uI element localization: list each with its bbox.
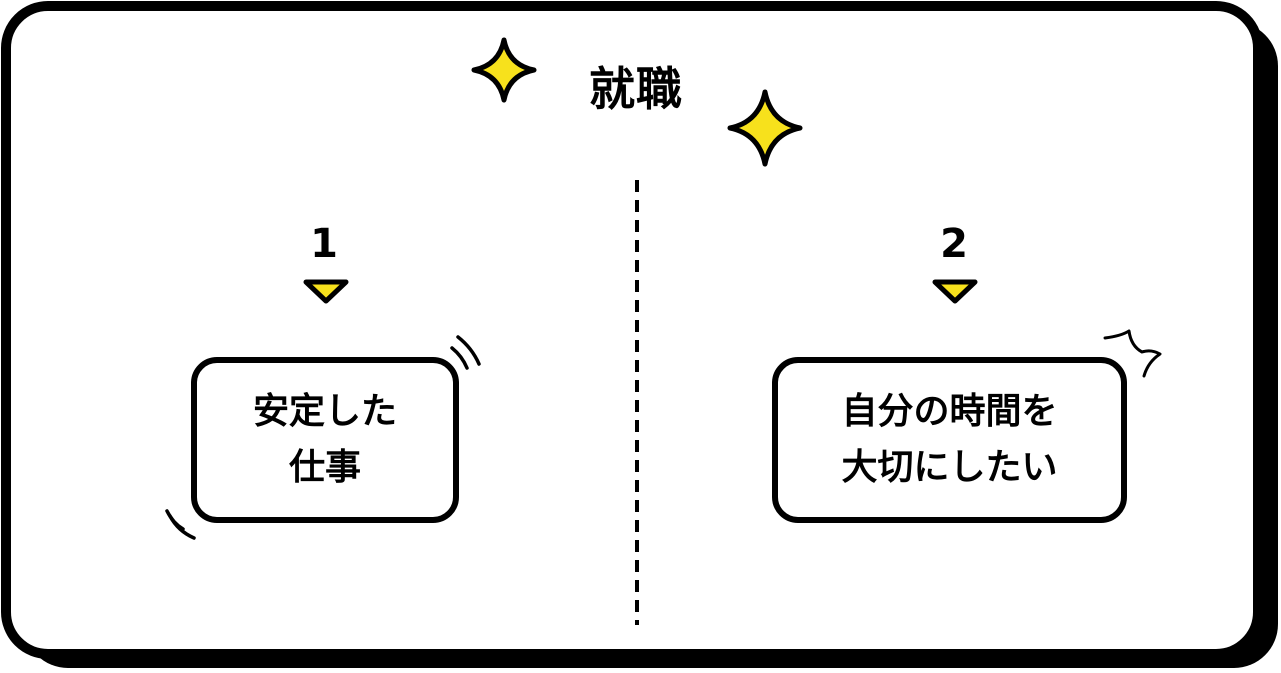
- option-box-1: 安定した 仕事: [191, 357, 459, 523]
- option-box-2: 自分の時間を 大切にしたい: [772, 357, 1127, 523]
- arrow-down-icon: [932, 279, 978, 304]
- shout-lines-icon: [1103, 329, 1162, 378]
- option-text-1: 安定した 仕事: [252, 391, 397, 488]
- step-number-1: 1: [310, 221, 338, 267]
- vibration-lines-icon: [165, 509, 196, 540]
- sparkle-icon: [727, 89, 803, 167]
- vibration-lines-icon: [450, 335, 481, 370]
- page-title: 就職: [589, 62, 683, 116]
- step-number-2: 2: [940, 221, 968, 267]
- sparkle-icon: [471, 37, 537, 103]
- arrow-down-icon: [303, 279, 349, 304]
- option-text-2: 自分の時間を 大切にしたい: [841, 391, 1058, 488]
